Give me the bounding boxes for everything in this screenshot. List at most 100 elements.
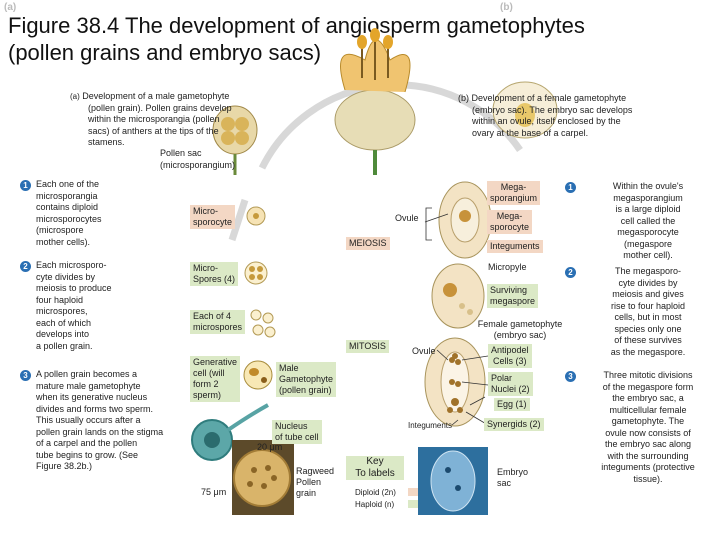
megasporocyte-label: Mega- sporocyte — [487, 210, 533, 234]
label-line: Nucleus — [275, 421, 308, 431]
haploid-swatch — [408, 500, 418, 508]
step-line: cell called the — [620, 215, 676, 226]
microsporocyte-cell — [246, 206, 266, 226]
anther-illustration — [212, 105, 258, 175]
step-line: megasporangium — [613, 192, 683, 203]
key-haploid: Haploid (n) — [355, 500, 395, 509]
antipodel-label: Antipodel Cells (3) — [488, 344, 532, 368]
embryo-sac-micrograph — [418, 447, 488, 515]
step-line: cyte divides by — [36, 271, 96, 282]
label-line: sporocyte — [193, 217, 233, 227]
pollen-sac-line: Pollen sac — [160, 148, 202, 158]
step-badge: 3 — [20, 370, 31, 381]
label-line: (pollen grain) — [279, 385, 332, 395]
label-line: Polar — [491, 373, 513, 383]
step-line: species only one — [614, 323, 682, 334]
label-line: (embryo sac) — [493, 330, 547, 340]
ovule-top-label: Ovule — [395, 213, 419, 223]
label-line: Surviving — [490, 285, 528, 295]
step-line: tissue). — [633, 473, 663, 484]
key-title: Key To labels — [346, 456, 404, 480]
label-line: Spores (4) — [193, 274, 236, 284]
pollen-grain-cell — [243, 360, 273, 390]
ragweed-label: Ragweed Pollen grain — [296, 466, 334, 499]
left-intro-line: within the microsporangia (pollen — [88, 114, 220, 124]
step-line: the embryo sac along — [604, 439, 692, 449]
step-line: of these survives — [614, 335, 682, 345]
step-line: of the megaspore form — [602, 381, 694, 392]
step-line: meiosis to produce — [36, 283, 112, 293]
scale-20-label: 20 μm — [257, 442, 283, 452]
step-line: multicellular female — [609, 404, 687, 415]
step-line: mature male gametophyte — [36, 380, 141, 391]
label-line: sporangium — [490, 193, 538, 203]
left-intro-tag: (a) — [70, 92, 80, 101]
step-line: meiosis and gives — [612, 289, 684, 299]
step-badge: 2 — [20, 261, 31, 272]
step-line: develops into — [36, 329, 90, 339]
step-line: microsporocytes — [36, 213, 102, 224]
right-step-2: 2 The megasporo- cyte divides by meiosis… — [565, 266, 715, 358]
title-line-1: Figure 38.4 The development of angiosper… — [8, 13, 585, 38]
step-line: as the megaspore. — [610, 346, 686, 357]
micropyle-label: Micropyle — [488, 262, 527, 272]
label-line: Each of 4 — [193, 311, 232, 321]
step-line: four haploid — [36, 294, 84, 305]
left-intro-line: sacs) of anthers at the tips of the — [88, 125, 219, 136]
step-line: mother cells). — [36, 236, 91, 247]
ovule-embryo-sac — [424, 337, 486, 427]
polar-nuclei-label: Polar Nuclei (2) — [488, 372, 533, 396]
label-line: Female gametophyte — [477, 319, 563, 329]
panel-b-faint-label: (b) — [500, 2, 513, 13]
label-line: Gametophyte — [279, 374, 334, 384]
diploid-swatch — [408, 488, 418, 496]
key-title-line: To labels — [355, 468, 395, 479]
step-line: ovule now consists of — [605, 427, 691, 438]
male-gametophyte-label: Male Gametophyte (pollen grain) — [276, 362, 337, 397]
right-intro-line: (embryo sac). The embryo sac develops — [472, 104, 633, 115]
right-intro-line: ovary at the base of a carpel. — [472, 127, 589, 138]
integument-bracket — [425, 207, 432, 241]
left-intro-line: Development of a male gametophyte — [82, 91, 230, 101]
left-step-2: 2 Each microsporo- cyte divides by meios… — [20, 260, 170, 352]
step-line: mother cell). — [623, 250, 673, 260]
step-badge: 2 — [565, 267, 576, 278]
step-line: integuments (protective — [601, 462, 695, 472]
ovary-illustration — [492, 81, 558, 139]
step-line: rise to four haploid — [610, 300, 686, 311]
microspores-4-label: Micro- Spores (4) — [190, 262, 239, 286]
left-step-3: 3 A pollen grain becomes a mature male g… — [20, 369, 185, 473]
step-line: (microspore — [36, 225, 84, 235]
step-line: microsporangia — [36, 190, 98, 201]
label-line: Cells (3) — [493, 356, 527, 366]
microsporocyte-label: Micro- sporocyte — [190, 205, 236, 229]
key-diploid: Diploid (2n) — [355, 488, 396, 497]
step-line: pollen grain lands on the stigma — [36, 426, 164, 437]
label-line: Ragweed — [296, 466, 335, 476]
step-line: divides and forms two sperm. — [36, 403, 154, 414]
label-line: Embryo — [497, 467, 529, 477]
step-line: This usually occurs after a — [36, 415, 141, 425]
ovule-mid-label: Ovule — [412, 346, 436, 356]
step-line: each of which — [36, 317, 92, 328]
integuments-bottom-label: Integuments — [408, 421, 453, 430]
label-line: Mega- — [500, 182, 527, 192]
antipodel-pointer — [461, 355, 489, 361]
label-line: sac — [497, 478, 512, 488]
right-step-3: 3 Three mitotic divisions of the megaspo… — [565, 370, 715, 485]
step-line: Three mitotic divisions — [603, 370, 693, 380]
label-line: cell (will — [193, 368, 225, 378]
left-step-1: 1 Each one of the microsporangia contain… — [20, 179, 170, 248]
step-line: Figure 38.2b.) — [36, 461, 93, 471]
right-step-1: 1 Within the ovule's megasporangium is a… — [565, 181, 715, 262]
step-line: Within the ovule's — [612, 181, 684, 191]
label-line: Pollen — [296, 477, 322, 487]
label-line: Micro- — [193, 206, 218, 216]
polar-pointer — [461, 381, 489, 386]
label-line: Mega- — [496, 211, 523, 221]
step-line: (megaspore — [623, 238, 673, 249]
step-line: microspores, — [36, 306, 88, 316]
generative-cell-label: Generative cell (will form 2 sperm) — [190, 356, 241, 402]
label-line: microspores — [193, 322, 243, 332]
